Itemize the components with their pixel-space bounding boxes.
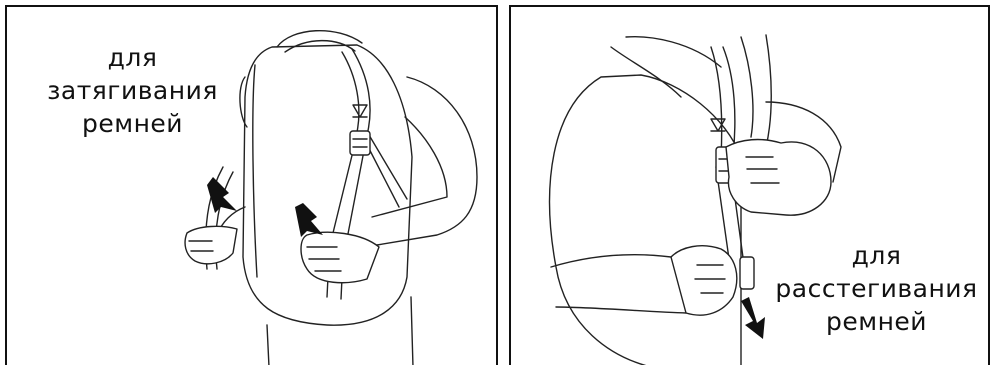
back-hand xyxy=(185,226,237,263)
pull-arrow-icon xyxy=(207,177,237,213)
illustration-panel-tighten: для затягивания ремней xyxy=(5,5,498,365)
caption-line: затягивания xyxy=(15,74,250,107)
illustration-panel-release: для расстегивания ремней xyxy=(509,5,990,365)
strap-buckle xyxy=(350,131,370,155)
upper-hand xyxy=(726,140,831,216)
caption-line: ремней xyxy=(15,107,250,140)
caption-line: расстегивания xyxy=(759,272,990,305)
caption-release: для расстегивания ремней xyxy=(759,239,990,338)
front-hand xyxy=(301,232,379,282)
caption-line: для xyxy=(759,239,990,272)
caption-line: для xyxy=(15,41,250,74)
caption-tighten: для затягивания ремней xyxy=(15,41,250,140)
caption-line: ремней xyxy=(759,305,990,338)
